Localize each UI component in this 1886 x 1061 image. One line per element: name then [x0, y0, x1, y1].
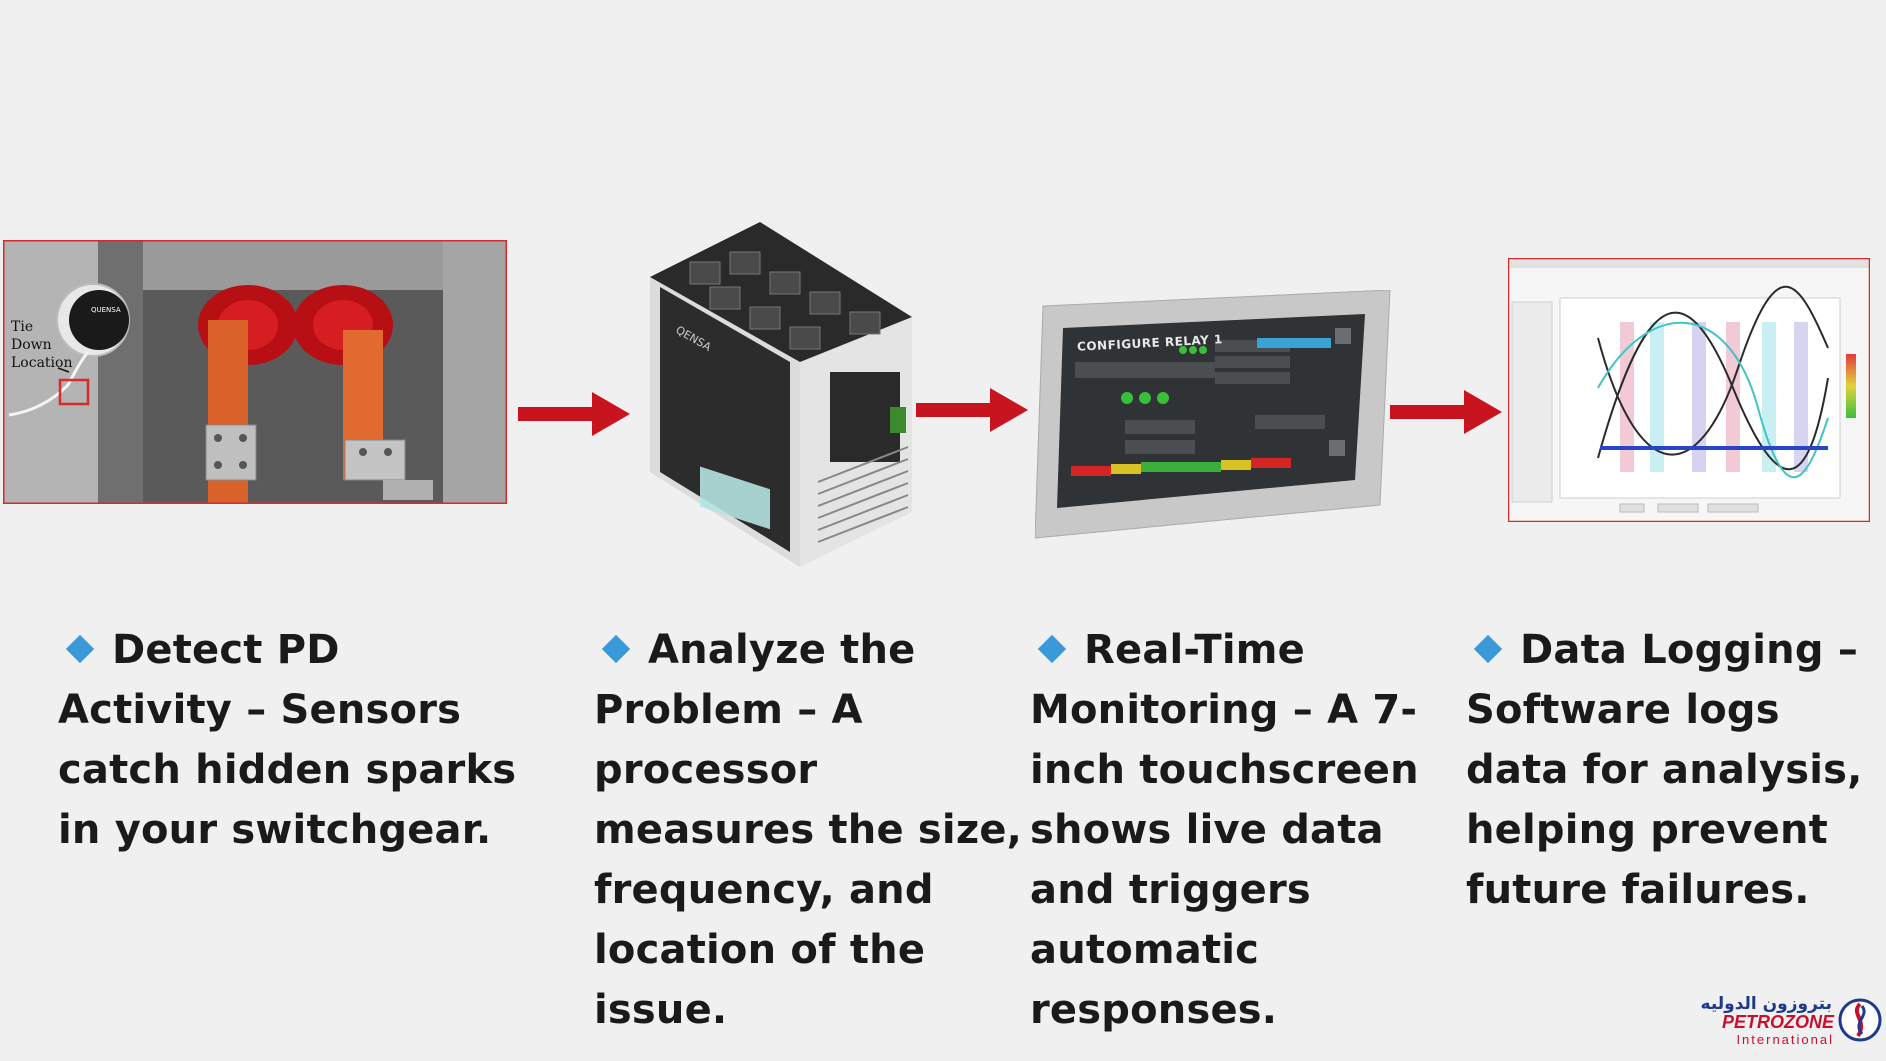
step-line: Real-Time — [1030, 620, 1419, 680]
step-2-text: Analyze the Problem – A processor measur… — [594, 620, 1022, 1040]
arrow-right-icon — [916, 388, 1028, 432]
step-line: data for analysis, — [1466, 747, 1863, 793]
step-line: helping prevent — [1466, 807, 1828, 853]
arrow-right-icon — [1390, 390, 1502, 434]
step-line-text: Analyze the — [648, 627, 916, 673]
diamond-bullet-icon — [65, 634, 95, 664]
step-line: Activity – Sensors — [58, 687, 462, 733]
diamond-bullet-icon — [1037, 634, 1067, 664]
step-line: future failures. — [1466, 867, 1810, 913]
switchgear-photo: QUENSA Tie Down Location — [1, 238, 509, 506]
logo-subtitle: International — [1736, 1032, 1834, 1047]
step-4-text: Data Logging – Software logs data for an… — [1466, 620, 1863, 920]
step-line: and triggers — [1030, 867, 1311, 913]
step-line: Software logs — [1466, 687, 1780, 733]
step-line: in your switchgear. — [58, 807, 492, 853]
step-line-text: Data Logging – — [1520, 627, 1859, 673]
step-line: automatic — [1030, 927, 1260, 973]
step-line: shows live data — [1030, 807, 1384, 853]
step-line: frequency, and — [594, 867, 934, 913]
diamond-bullet-icon — [1473, 634, 1503, 664]
step-3-text: Real-Time Monitoring – A 7- inch touchsc… — [1030, 620, 1419, 1040]
step-line: Problem – A — [594, 687, 863, 733]
tie-down-label: Tie Down Location — [11, 318, 72, 372]
step-line: Data Logging – — [1466, 620, 1863, 680]
step-line: measures the size, — [594, 807, 1023, 853]
diamond-bullet-icon — [601, 634, 631, 664]
logo-arabic-text: بتروزون الدوليه — [1700, 994, 1832, 1014]
annotation-line: Location — [11, 355, 73, 371]
step-line: responses. — [1030, 987, 1278, 1033]
step-line: processor — [594, 747, 818, 793]
processor-device-image: QENSA — [640, 222, 920, 592]
software-plot-screenshot — [1506, 256, 1872, 524]
logo-name: PETROZONE — [1721, 1012, 1834, 1032]
step-1-text: Detect PD Activity – Sensors catch hidde… — [58, 620, 516, 860]
annotation-line: Tie — [11, 319, 34, 335]
arrow-right-icon — [518, 392, 630, 436]
step-line-text: Detect PD — [112, 627, 340, 673]
svg-text:QUENSA: QUENSA — [91, 306, 121, 314]
step-line: Detect PD — [58, 620, 516, 680]
step-line: issue. — [594, 987, 728, 1033]
step-line: catch hidden sparks — [58, 747, 517, 793]
annotation-line: Down — [11, 337, 52, 353]
step-line: location of the — [594, 927, 926, 973]
petrozone-emblem-icon — [1838, 998, 1882, 1042]
touchscreen-image: CONFIGURE RELAY 1 — [1034, 289, 1395, 540]
petrozone-logo: بتروزون الدوليه PETROZONE International — [1701, 994, 1882, 1054]
step-line-text: Real-Time — [1084, 627, 1305, 673]
step-line: inch touchscreen — [1030, 747, 1419, 793]
step-line: Analyze the — [594, 620, 1022, 680]
step-line: Monitoring – A 7- — [1030, 687, 1418, 733]
